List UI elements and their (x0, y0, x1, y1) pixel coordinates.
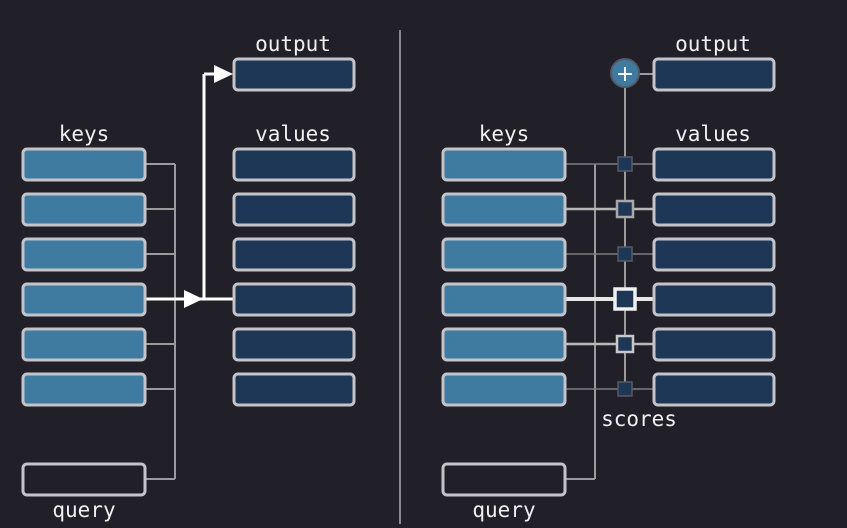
right-key-box (441, 282, 567, 317)
score-node (617, 156, 633, 172)
left-values (232, 57, 356, 407)
right-output-box (652, 57, 776, 92)
right-output-label: output (675, 32, 751, 56)
right-key-box (441, 327, 567, 362)
left-value-box (232, 372, 356, 407)
left-value-box (232, 282, 356, 317)
left-output-box (232, 57, 356, 92)
right-score-connectors-medium (565, 207, 654, 346)
left-query-label: query (52, 498, 115, 522)
right-values (652, 57, 776, 407)
left-key-box (21, 147, 147, 182)
score-node (617, 246, 633, 262)
right-query-label: query (472, 498, 535, 522)
left-key-box (21, 192, 147, 227)
left-panel: output keys values query (21, 32, 356, 522)
right-query-bus (565, 164, 596, 480)
right-value-box (652, 237, 776, 272)
right-values-label: values (675, 122, 751, 146)
left-key-box (21, 327, 147, 362)
left-keys-label: keys (59, 122, 110, 146)
plus-icon: + (616, 62, 634, 87)
right-score-connectors (565, 163, 654, 390)
right-query-box (441, 462, 567, 497)
left-value-box (232, 192, 356, 227)
left-arrowhead-to-values (184, 290, 203, 308)
score-node (615, 334, 635, 354)
score-node (615, 199, 635, 219)
scores-label: scores (601, 407, 677, 431)
score-node (613, 287, 637, 311)
left-value-box (232, 327, 356, 362)
right-value-box (652, 327, 776, 362)
left-query-box (21, 462, 147, 497)
left-values-label: values (255, 122, 331, 146)
right-value-box (652, 372, 776, 407)
right-keys-label: keys (479, 122, 530, 146)
left-key-box (21, 372, 147, 407)
right-key-box (441, 372, 567, 407)
left-key-box (21, 237, 147, 272)
left-arrowhead-to-output (214, 65, 233, 83)
sum-plus-node (610, 58, 640, 88)
left-value-box (232, 237, 356, 272)
right-key-box (441, 192, 567, 227)
left-key-connectors (145, 163, 176, 480)
right-key-box (441, 237, 567, 272)
left-key-box (21, 282, 147, 317)
score-nodes (613, 156, 637, 397)
left-selection-path (145, 72, 234, 301)
right-key-box (441, 147, 567, 182)
right-value-box (652, 192, 776, 227)
right-keys (441, 147, 567, 407)
score-node (617, 381, 633, 397)
left-keys (21, 147, 147, 407)
right-panel: output keys values query scores (441, 32, 776, 522)
left-value-box (232, 147, 356, 182)
left-output-label: output (255, 32, 331, 56)
right-value-box (652, 282, 776, 317)
right-value-box (652, 147, 776, 182)
